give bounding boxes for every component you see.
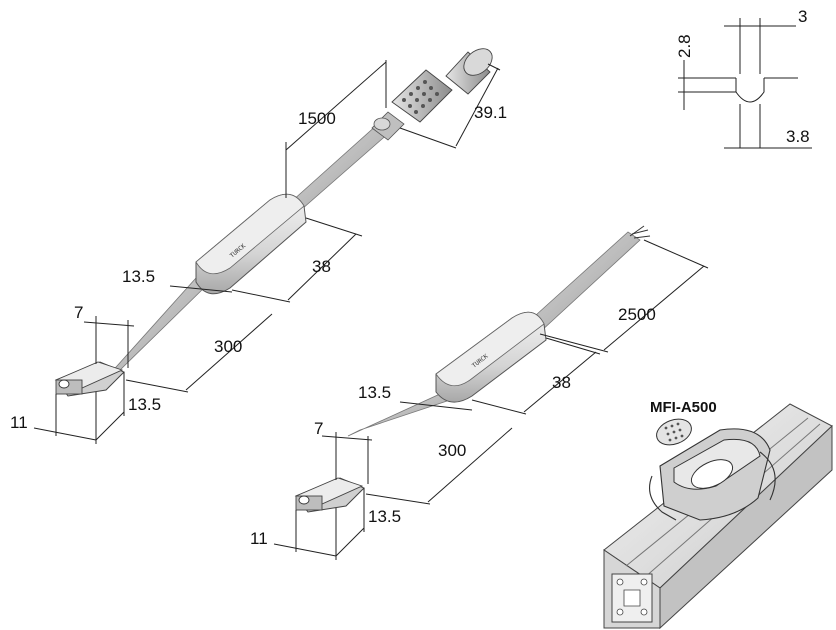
dim-2500: 2500 <box>618 305 656 324</box>
sensor-1-head-hole-icon <box>58 379 70 389</box>
dim-38-s1: 38 <box>312 257 331 276</box>
sensor-1: TURCK 1500 39.1 38 1 <box>10 48 507 444</box>
dim-groove-3: 3 <box>798 7 807 26</box>
dim-7-s1: 7 <box>74 303 83 322</box>
sensor-2-head <box>294 477 365 513</box>
sensor-2-head-hole-icon <box>298 495 310 505</box>
dim-11-s1: 11 <box>10 413 28 432</box>
sensor-2-cable-wires <box>629 225 651 239</box>
dim-1500: 1500 <box>298 109 336 128</box>
dim-13-5-head-s2: 13.5 <box>368 507 401 526</box>
groove-detail: 3 2.8 3.8 <box>675 7 812 149</box>
sensor-1-connector <box>371 48 493 141</box>
sensor-1-cable-lower <box>107 277 209 377</box>
dim-13-5-housing-s1: 13.5 <box>122 267 155 286</box>
dim-13-5-head-s1: 13.5 <box>128 395 161 414</box>
dim-300-s2: 300 <box>438 441 466 460</box>
accessory-label: MFI-A500 <box>650 399 717 416</box>
dim-38-s2: 38 <box>552 373 571 392</box>
sensor-1-housing: TURCK <box>195 193 307 295</box>
dim-7-s2: 7 <box>314 419 323 438</box>
sensor-2-dimensions: 2500 38 13.5 300 7 13.5 <box>250 239 709 560</box>
dim-groove-3-8: 3.8 <box>786 127 810 146</box>
mfi-a500-accessory: MFI-A500 <box>603 399 833 630</box>
sensor-2: TURCK 2500 38 13.5 300 <box>250 225 709 560</box>
sensor-1-head <box>54 361 125 397</box>
dim-11-s2: 11 <box>250 529 268 548</box>
mounting-clip <box>649 418 776 521</box>
sensor-1-dimensions: 1500 39.1 38 13.5 300 7 <box>10 60 507 444</box>
dim-300-s1: 300 <box>214 337 242 356</box>
dim-groove-2-8: 2.8 <box>675 34 694 58</box>
dim-39-1: 39.1 <box>474 103 507 122</box>
dim-13-5-housing-s2: 13.5 <box>358 383 391 402</box>
sensor-2-housing: TURCK <box>435 311 547 403</box>
